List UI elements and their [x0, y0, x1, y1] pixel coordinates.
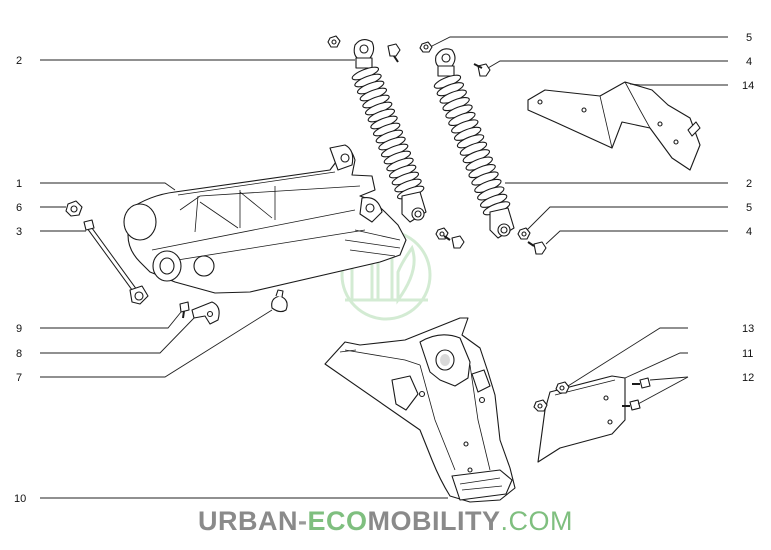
nut-part: [65, 200, 83, 217]
nut-13-part: [555, 381, 570, 394]
bolt-mid-right-part: [527, 241, 547, 255]
bolt-top-left-part: [387, 43, 401, 63]
screw-12b-part: [622, 399, 641, 411]
shock-absorber-right-part: [433, 48, 515, 239]
callout-left-6: 6: [16, 202, 22, 214]
callout-right-12: 12: [742, 372, 754, 384]
bracket-clip-part: [191, 301, 220, 325]
callouts-left: 2 1 6 3 9 8 7 10: [14, 55, 26, 505]
washer-top-left-part: [327, 35, 341, 48]
callout-right-2: 2: [746, 178, 752, 190]
callouts-right: 5 4 14 2 5 4 13 11 12: [742, 32, 754, 384]
callout-right-13: 13: [742, 323, 754, 335]
washer-mid-right-part: [517, 227, 531, 240]
mounting-bracket-part: [527, 81, 701, 171]
watermark-dash: -: [297, 506, 308, 536]
watermark-mobility: MOBILITY: [367, 506, 501, 536]
shock-absorber-left-part: [351, 39, 427, 223]
swing-arm-part: [123, 144, 407, 294]
screw-12a-part: [632, 377, 651, 389]
pivot-bolt-part: [83, 219, 149, 305]
bolt-top-right-part: [473, 63, 491, 77]
site-watermark: URBAN-ECOMOBILITY.COM: [0, 506, 771, 537]
callout-right-5b: 5: [746, 202, 752, 214]
nut-lower-left-part: [533, 399, 548, 412]
callout-left-2: 2: [16, 55, 22, 67]
watermark-dotcom: .COM: [500, 506, 573, 536]
callout-right-14: 14: [742, 80, 754, 92]
bolt-mid-left-part: [443, 235, 465, 249]
callout-right-11: 11: [742, 348, 753, 360]
rear-fender-part: [324, 317, 516, 503]
callout-left-8: 8: [16, 348, 22, 360]
plate-holder-part: [537, 375, 626, 463]
watermark-eco: ECO: [307, 506, 368, 536]
callout-left-7: 7: [16, 372, 22, 384]
callout-left-10: 10: [14, 493, 26, 505]
watermark-urban: URBAN: [197, 506, 298, 536]
leader-lines: [40, 36, 728, 499]
callout-right-5a: 5: [746, 32, 752, 44]
callout-left-3: 3: [16, 226, 22, 238]
washer-top-right-part: [419, 41, 433, 53]
callout-left-1: 1: [16, 178, 22, 190]
small-bolt-part: [179, 301, 190, 319]
callout-right-4a: 4: [746, 56, 752, 68]
hose-clip-part: [271, 289, 288, 313]
callout-right-4b: 4: [746, 226, 752, 238]
callout-left-9: 9: [16, 323, 22, 335]
